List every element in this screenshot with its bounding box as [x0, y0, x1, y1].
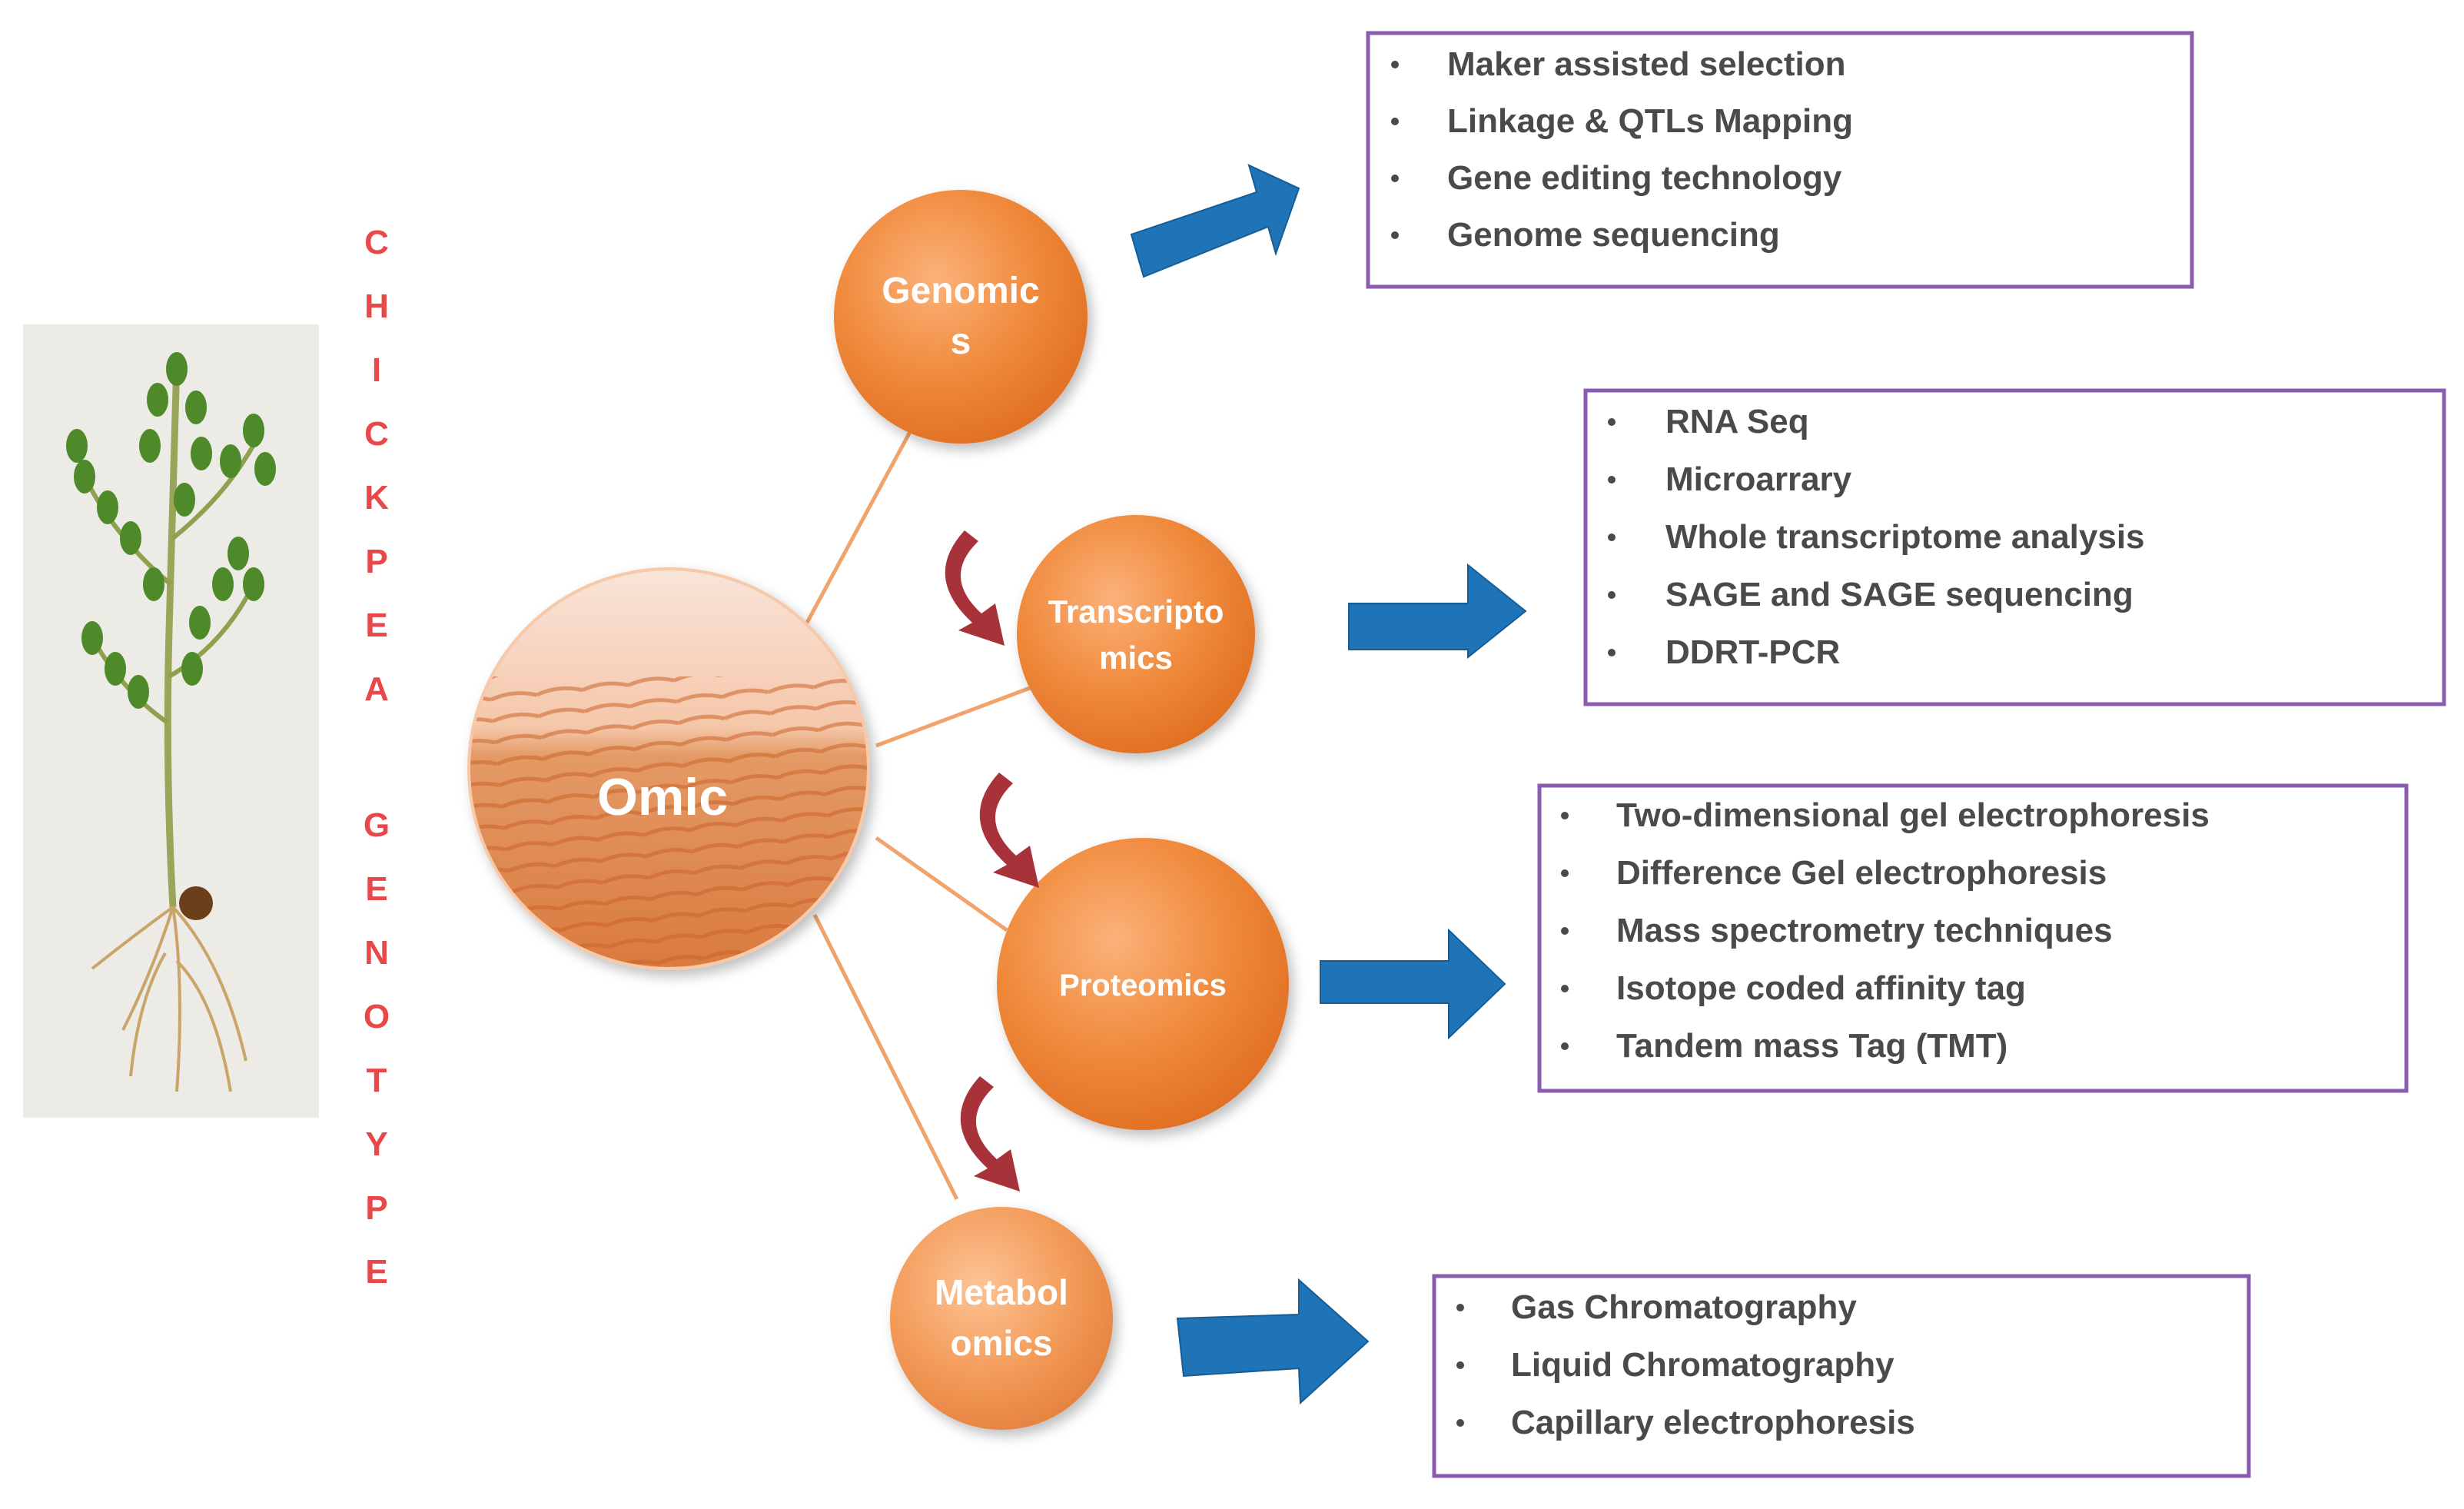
connector-metabolomics [812, 913, 959, 1201]
connector-proteomics [875, 836, 1008, 932]
list-item: Difference Gel electrophoresis [1616, 854, 2107, 892]
node-proteomics [997, 838, 1289, 1130]
node-transcriptomics [1017, 515, 1255, 753]
list-item: Maker assisted selection [1447, 45, 1845, 83]
node-genomics [834, 190, 1088, 444]
list-item: Gas Chromatography [1511, 1288, 1857, 1326]
center-label: Omic [597, 768, 728, 826]
bullet-icon [1608, 476, 1616, 484]
node-label-line: Proteomics [1059, 969, 1227, 1002]
list-item: Whole transcriptome analysis [1665, 518, 2145, 556]
list-item: Mass spectrometry techniques [1616, 912, 2113, 949]
list-item: DDRT-PCR [1665, 633, 1840, 671]
bullet-icon [1561, 812, 1569, 819]
curved-arrow-icon [960, 1076, 1020, 1192]
bullet-icon [1561, 985, 1569, 992]
bullet-icon [1456, 1361, 1464, 1369]
node-label-line: Transcripto [1048, 593, 1224, 630]
node-label-line: s [951, 321, 971, 362]
chickpea-plant-photo [23, 324, 319, 1118]
node-label-line: mics [1099, 640, 1173, 676]
list-item: SAGE and SAGE sequencing [1665, 576, 2134, 613]
center-omic-circle [467, 567, 870, 970]
bullet-icon [1608, 533, 1616, 541]
node-genomics-label: Genomic s [882, 271, 1039, 362]
connectors [805, 429, 1031, 1201]
list-item: Gene editing technology [1447, 159, 1842, 197]
list-item: Tandem mass Tag (TMT) [1616, 1027, 2007, 1065]
bullet-icon [1391, 174, 1399, 182]
list-box-proteomics: Two-dimensional gel electrophoresisDiffe… [1537, 783, 2409, 1093]
bullet-icon [1608, 418, 1616, 426]
node-label-line: Genomic [882, 271, 1039, 311]
node-metabolomics [890, 1207, 1113, 1430]
arrow-right-icon [1348, 563, 1527, 660]
list-item: Capillary electrophoresis [1511, 1404, 1915, 1441]
blue-arrows [1130, 164, 1527, 1405]
connector-genomics [805, 429, 913, 624]
list-item: Liquid Chromatography [1511, 1346, 1894, 1384]
list-item: Two-dimensional gel electrophoresis [1616, 796, 2210, 834]
bullet-icon [1456, 1419, 1464, 1427]
bullet-icon [1456, 1304, 1464, 1311]
list-item: Isotope coded affinity tag [1616, 969, 2026, 1007]
node-transcriptomics-label: Transcripto mics [1048, 593, 1224, 676]
arrow-right-icon [1130, 164, 1300, 278]
list-item: Linkage & QTLs Mapping [1447, 102, 1853, 140]
cycle-arrows [945, 530, 1039, 1192]
bullet-icon [1561, 927, 1569, 935]
bullet-icon [1561, 1042, 1569, 1050]
list-item: RNA Seq [1665, 403, 1809, 440]
curved-arrow-icon [945, 530, 1005, 646]
list-item: Microarrary [1665, 460, 1852, 498]
node-metabolomics-label: Metabol omics [935, 1272, 1068, 1363]
node-proteomics-label: Proteomics [1059, 969, 1227, 1002]
bullet-icon [1561, 869, 1569, 877]
curved-arrow-icon [979, 773, 1039, 888]
list-item: Genome sequencing [1447, 216, 1780, 254]
bullet-icon [1608, 649, 1616, 656]
bullet-icon [1391, 231, 1399, 239]
node-label-line: Metabol [935, 1272, 1068, 1312]
node-label-line: omics [951, 1323, 1053, 1363]
connector-transcriptomics [875, 686, 1031, 748]
ploughed-field-photo [470, 676, 867, 967]
bullet-icon [1391, 61, 1399, 68]
arrow-right-icon [1176, 1278, 1370, 1405]
bullet-icon [1391, 118, 1399, 125]
bullet-icon [1608, 591, 1616, 599]
arrow-right-icon [1320, 928, 1506, 1040]
